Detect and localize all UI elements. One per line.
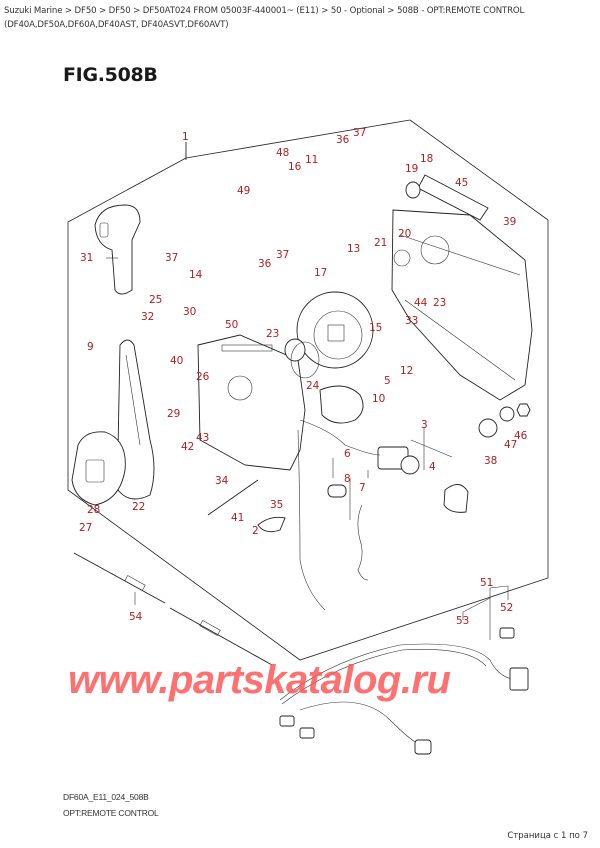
- part-label-27[interactable]: 27: [79, 522, 92, 534]
- part-label-17[interactable]: 17: [314, 267, 327, 279]
- connector-52-part: [499, 627, 515, 639]
- part-labels: 1 2 3 4 5 6 7 8 9 10 11 12 13 14 15 16 1…: [79, 127, 528, 627]
- part-label-5[interactable]: 5: [384, 375, 391, 387]
- part-label-37c[interactable]: 37: [276, 249, 289, 261]
- part-label-23b[interactable]: 23: [433, 297, 446, 309]
- figure-code: DF60A_E11_024_508B: [63, 792, 149, 802]
- part-label-34[interactable]: 34: [215, 475, 229, 487]
- part-label-49[interactable]: 49: [237, 185, 250, 197]
- stop-switch-part: [327, 484, 369, 581]
- part-label-35[interactable]: 35: [270, 499, 283, 511]
- part-label-38[interactable]: 38: [484, 455, 497, 467]
- figure-title: FIG.508B: [63, 64, 158, 86]
- part-label-1[interactable]: 1: [182, 131, 189, 143]
- washer-47-part: [499, 406, 515, 422]
- screw-41-part: [207, 479, 259, 516]
- part-label-37b[interactable]: 37: [165, 252, 178, 264]
- handle-part: [94, 204, 141, 295]
- part-label-43[interactable]: 43: [196, 432, 209, 444]
- part-label-18[interactable]: 18: [420, 153, 433, 165]
- part-label-31[interactable]: 31: [80, 252, 93, 264]
- wiring-harness-part: [279, 643, 529, 755]
- part-label-12[interactable]: 12: [400, 365, 413, 377]
- part-label-44[interactable]: 44: [414, 297, 428, 309]
- part-label-45[interactable]: 45: [455, 177, 468, 189]
- part-label-50[interactable]: 50: [225, 319, 238, 331]
- ring-24-part: [290, 341, 320, 379]
- part-label-39[interactable]: 39: [503, 216, 516, 228]
- strip-part: [417, 174, 489, 221]
- clamp-2-part: [257, 516, 286, 533]
- part-label-2[interactable]: 2: [252, 525, 259, 537]
- part-label-14[interactable]: 14: [189, 269, 203, 281]
- part-label-37a[interactable]: 37: [353, 127, 366, 139]
- part-label-25[interactable]: 25: [149, 294, 162, 306]
- part-label-8[interactable]: 8: [344, 473, 351, 485]
- part-label-41[interactable]: 41: [231, 512, 244, 524]
- part-label-54[interactable]: 54: [129, 611, 143, 623]
- part-label-11[interactable]: 11: [305, 154, 318, 166]
- friction-disc-part: [296, 291, 374, 369]
- part-label-26[interactable]: 26: [196, 371, 210, 383]
- part-label-36a[interactable]: 36: [336, 134, 350, 146]
- assembly-outline: [67, 119, 549, 661]
- part-label-10[interactable]: 10: [372, 393, 385, 405]
- part-label-15[interactable]: 15: [369, 322, 382, 334]
- part-label-46[interactable]: 46: [514, 430, 528, 442]
- switch-part: [319, 385, 364, 424]
- part-label-47[interactable]: 47: [504, 439, 517, 451]
- part-label-53[interactable]: 53: [456, 615, 469, 627]
- part-label-16[interactable]: 16: [288, 161, 302, 173]
- figure-subtitle: OPT:REMOTE CONTROL: [63, 808, 159, 818]
- lever-cover-part: [71, 431, 126, 506]
- part-label-3[interactable]: 3: [421, 419, 428, 431]
- part-label-22[interactable]: 22: [132, 501, 145, 513]
- part-label-36b[interactable]: 36: [258, 258, 272, 270]
- part-label-32[interactable]: 32: [141, 311, 154, 323]
- part-label-4[interactable]: 4: [429, 461, 436, 473]
- part-label-24[interactable]: 24: [306, 380, 320, 392]
- part-label-13[interactable]: 13: [347, 243, 360, 255]
- side-panel-part: [391, 209, 533, 401]
- part-label-21[interactable]: 21: [374, 237, 387, 249]
- pager: Страница с 1 по 7: [507, 831, 588, 841]
- part-label-42[interactable]: 42: [181, 441, 194, 453]
- part-label-51[interactable]: 51: [480, 577, 493, 589]
- control-cable-part: [73, 552, 273, 666]
- part-label-29[interactable]: 29: [167, 408, 180, 420]
- housing-part: [197, 334, 306, 471]
- breadcrumb[interactable]: Suzuki Marine > DF50 > DF50 > DF50AT024 …: [4, 6, 525, 30]
- part-label-7[interactable]: 7: [359, 482, 366, 494]
- part-label-48[interactable]: 48: [276, 147, 289, 159]
- part-label-19[interactable]: 19: [405, 163, 418, 175]
- ring-19-part: [405, 181, 421, 199]
- part-label-33[interactable]: 33: [405, 315, 418, 327]
- nut-46-part: [516, 403, 531, 417]
- part-label-9[interactable]: 9: [87, 341, 94, 353]
- part-label-20[interactable]: 20: [398, 228, 411, 240]
- leader-lines: [106, 142, 509, 640]
- part-label-52[interactable]: 52: [500, 602, 513, 614]
- washer-38-part: [478, 418, 498, 438]
- part-label-28[interactable]: 28: [87, 504, 100, 516]
- part-label-40[interactable]: 40: [170, 355, 183, 367]
- ignition-switch-part: [377, 446, 469, 513]
- part-label-30[interactable]: 30: [183, 306, 196, 318]
- part-label-23a[interactable]: 23: [266, 328, 279, 340]
- part-label-6[interactable]: 6: [344, 448, 351, 460]
- ring-23-part: [284, 338, 306, 362]
